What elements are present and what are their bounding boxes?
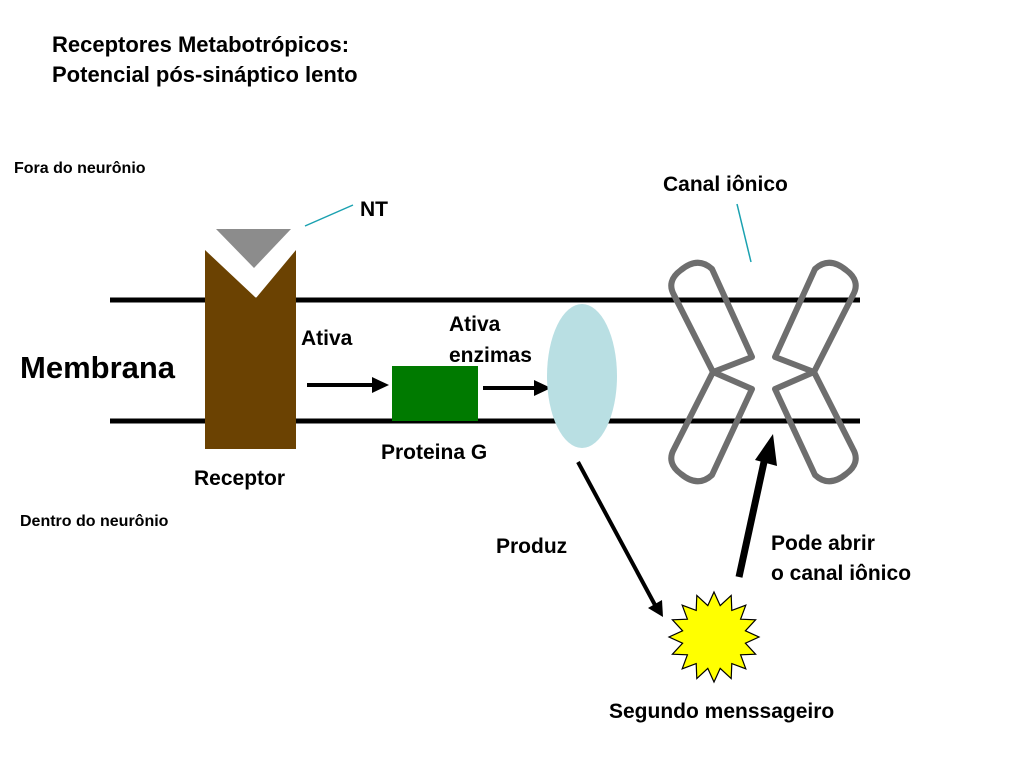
arrow-produces-head [648, 600, 663, 617]
ativa-label: Ativa [301, 327, 353, 350]
produz-label: Produz [496, 535, 567, 558]
neurotransmitter [216, 229, 291, 268]
pode-abrir-label-line-2: o canal iônico [771, 562, 911, 585]
title-line-2: Potencial pós-sináptico lento [52, 62, 358, 87]
ativa-enzimas-label-line-1: Ativa [449, 313, 501, 336]
g-protein-label: Proteina G [381, 441, 487, 464]
arrow-opens-channel-shaft [735, 461, 768, 578]
ion-channel-top-left-subunit [668, 259, 755, 375]
ion-channel-top-right-subunit [772, 259, 859, 375]
arrow-opens-channel-head [755, 434, 777, 466]
ion-channel-leader-line [736, 203, 752, 263]
ativa-enzimas-label-line-2: enzimas [449, 344, 532, 367]
inside-neuron-label: Dentro do neurônio [20, 513, 169, 530]
receptor [205, 250, 296, 449]
second-messenger-label: Segundo menssageiro [609, 700, 834, 723]
nt-leader-line [304, 204, 354, 227]
g-protein [392, 366, 478, 421]
receptor-label: Receptor [194, 467, 285, 490]
arrow-enzymes-head [534, 380, 551, 396]
ion-channel-label: Canal iônico [663, 173, 788, 196]
title-line-1: Receptores Metabotrópicos: [52, 32, 349, 57]
ion-channel-bottom-right-subunit [772, 369, 859, 485]
enzyme [547, 304, 617, 448]
pode-abrir-label-line-1: Pode abrir [771, 532, 875, 555]
nt-label: NT [360, 198, 388, 221]
arrow-activates-head [372, 377, 389, 393]
second-messenger [667, 590, 761, 684]
arrow-produces-shaft [576, 461, 657, 606]
outside-neuron-label: Fora do neurônio [14, 160, 146, 177]
ion-channel-bottom-left-subunit [668, 369, 755, 485]
membrane-label: Membrana [20, 350, 176, 385]
ion-channel [668, 259, 859, 485]
